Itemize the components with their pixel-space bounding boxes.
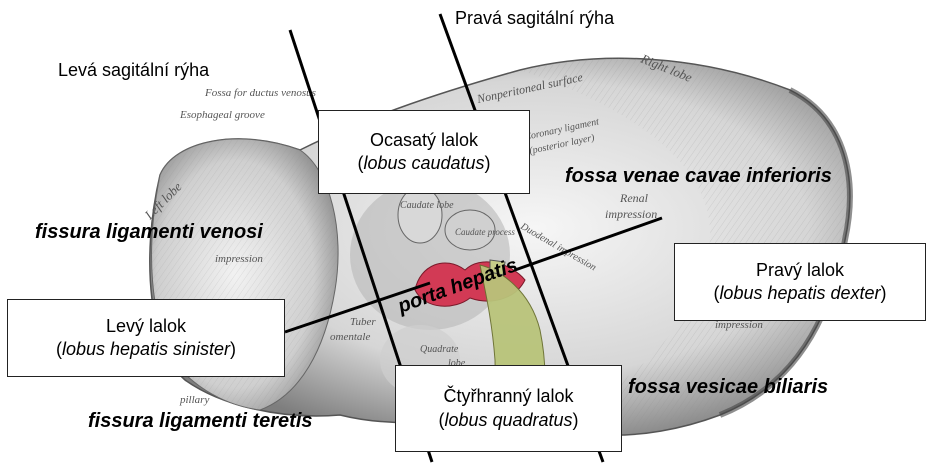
right-lobe-latin: lobus hepatis dexter bbox=[719, 283, 880, 303]
left-lobe-latin: lobus hepatis sinister bbox=[62, 339, 230, 359]
engr-gastric: impression bbox=[215, 253, 263, 265]
engr-esophageal: Esophageal groove bbox=[179, 109, 265, 121]
engr-tuber: Tuber bbox=[350, 316, 376, 328]
box-right-lobe: Pravý lalok (lobus hepatis dexter) bbox=[674, 243, 926, 321]
engr-pillary: pillary bbox=[179, 394, 209, 406]
box-caudate-lobe: Ocasatý lalok (lobus caudatus) bbox=[318, 110, 530, 194]
label-fissura-teretis: fissura ligamenti teretis bbox=[88, 410, 313, 433]
caudate-name: Ocasatý lalok bbox=[370, 129, 478, 152]
left-lobe-name: Levý lalok bbox=[106, 315, 186, 338]
engr-renal: Renal bbox=[619, 191, 649, 205]
engr-impression: impression bbox=[605, 207, 657, 221]
label-fossa-vena-cava: fossa venae cavae inferioris bbox=[565, 165, 832, 188]
quadrate-latin: lobus quadratus bbox=[444, 410, 572, 430]
label-left-sagittal: Levá sagitální rýha bbox=[58, 60, 209, 81]
box-quadrate-lobe: Čtyřhranný lalok (lobus quadratus) bbox=[395, 365, 622, 452]
right-lobe-name: Pravý lalok bbox=[756, 259, 844, 282]
quadrate-name: Čtyřhranný lalok bbox=[443, 385, 573, 408]
engr-omentale: omentale bbox=[330, 331, 370, 343]
label-fossa-vesicae: fossa vesicae biliaris bbox=[628, 376, 828, 399]
engr-quadrate: Quadrate bbox=[420, 344, 459, 355]
label-right-sagittal: Pravá sagitální rýha bbox=[455, 8, 614, 29]
engr-caudate-process: Caudate process bbox=[455, 227, 515, 237]
engr-fossa-ductus: Fossa for ductus venosus bbox=[204, 87, 316, 99]
label-fissura-venosi: fissura ligamenti venosi bbox=[35, 221, 263, 244]
caudate-latin: lobus caudatus bbox=[363, 153, 484, 173]
engr-caudate-lobe: Caudate lobe bbox=[400, 200, 454, 211]
box-left-lobe: Levý lalok (lobus hepatis sinister) bbox=[7, 299, 285, 377]
